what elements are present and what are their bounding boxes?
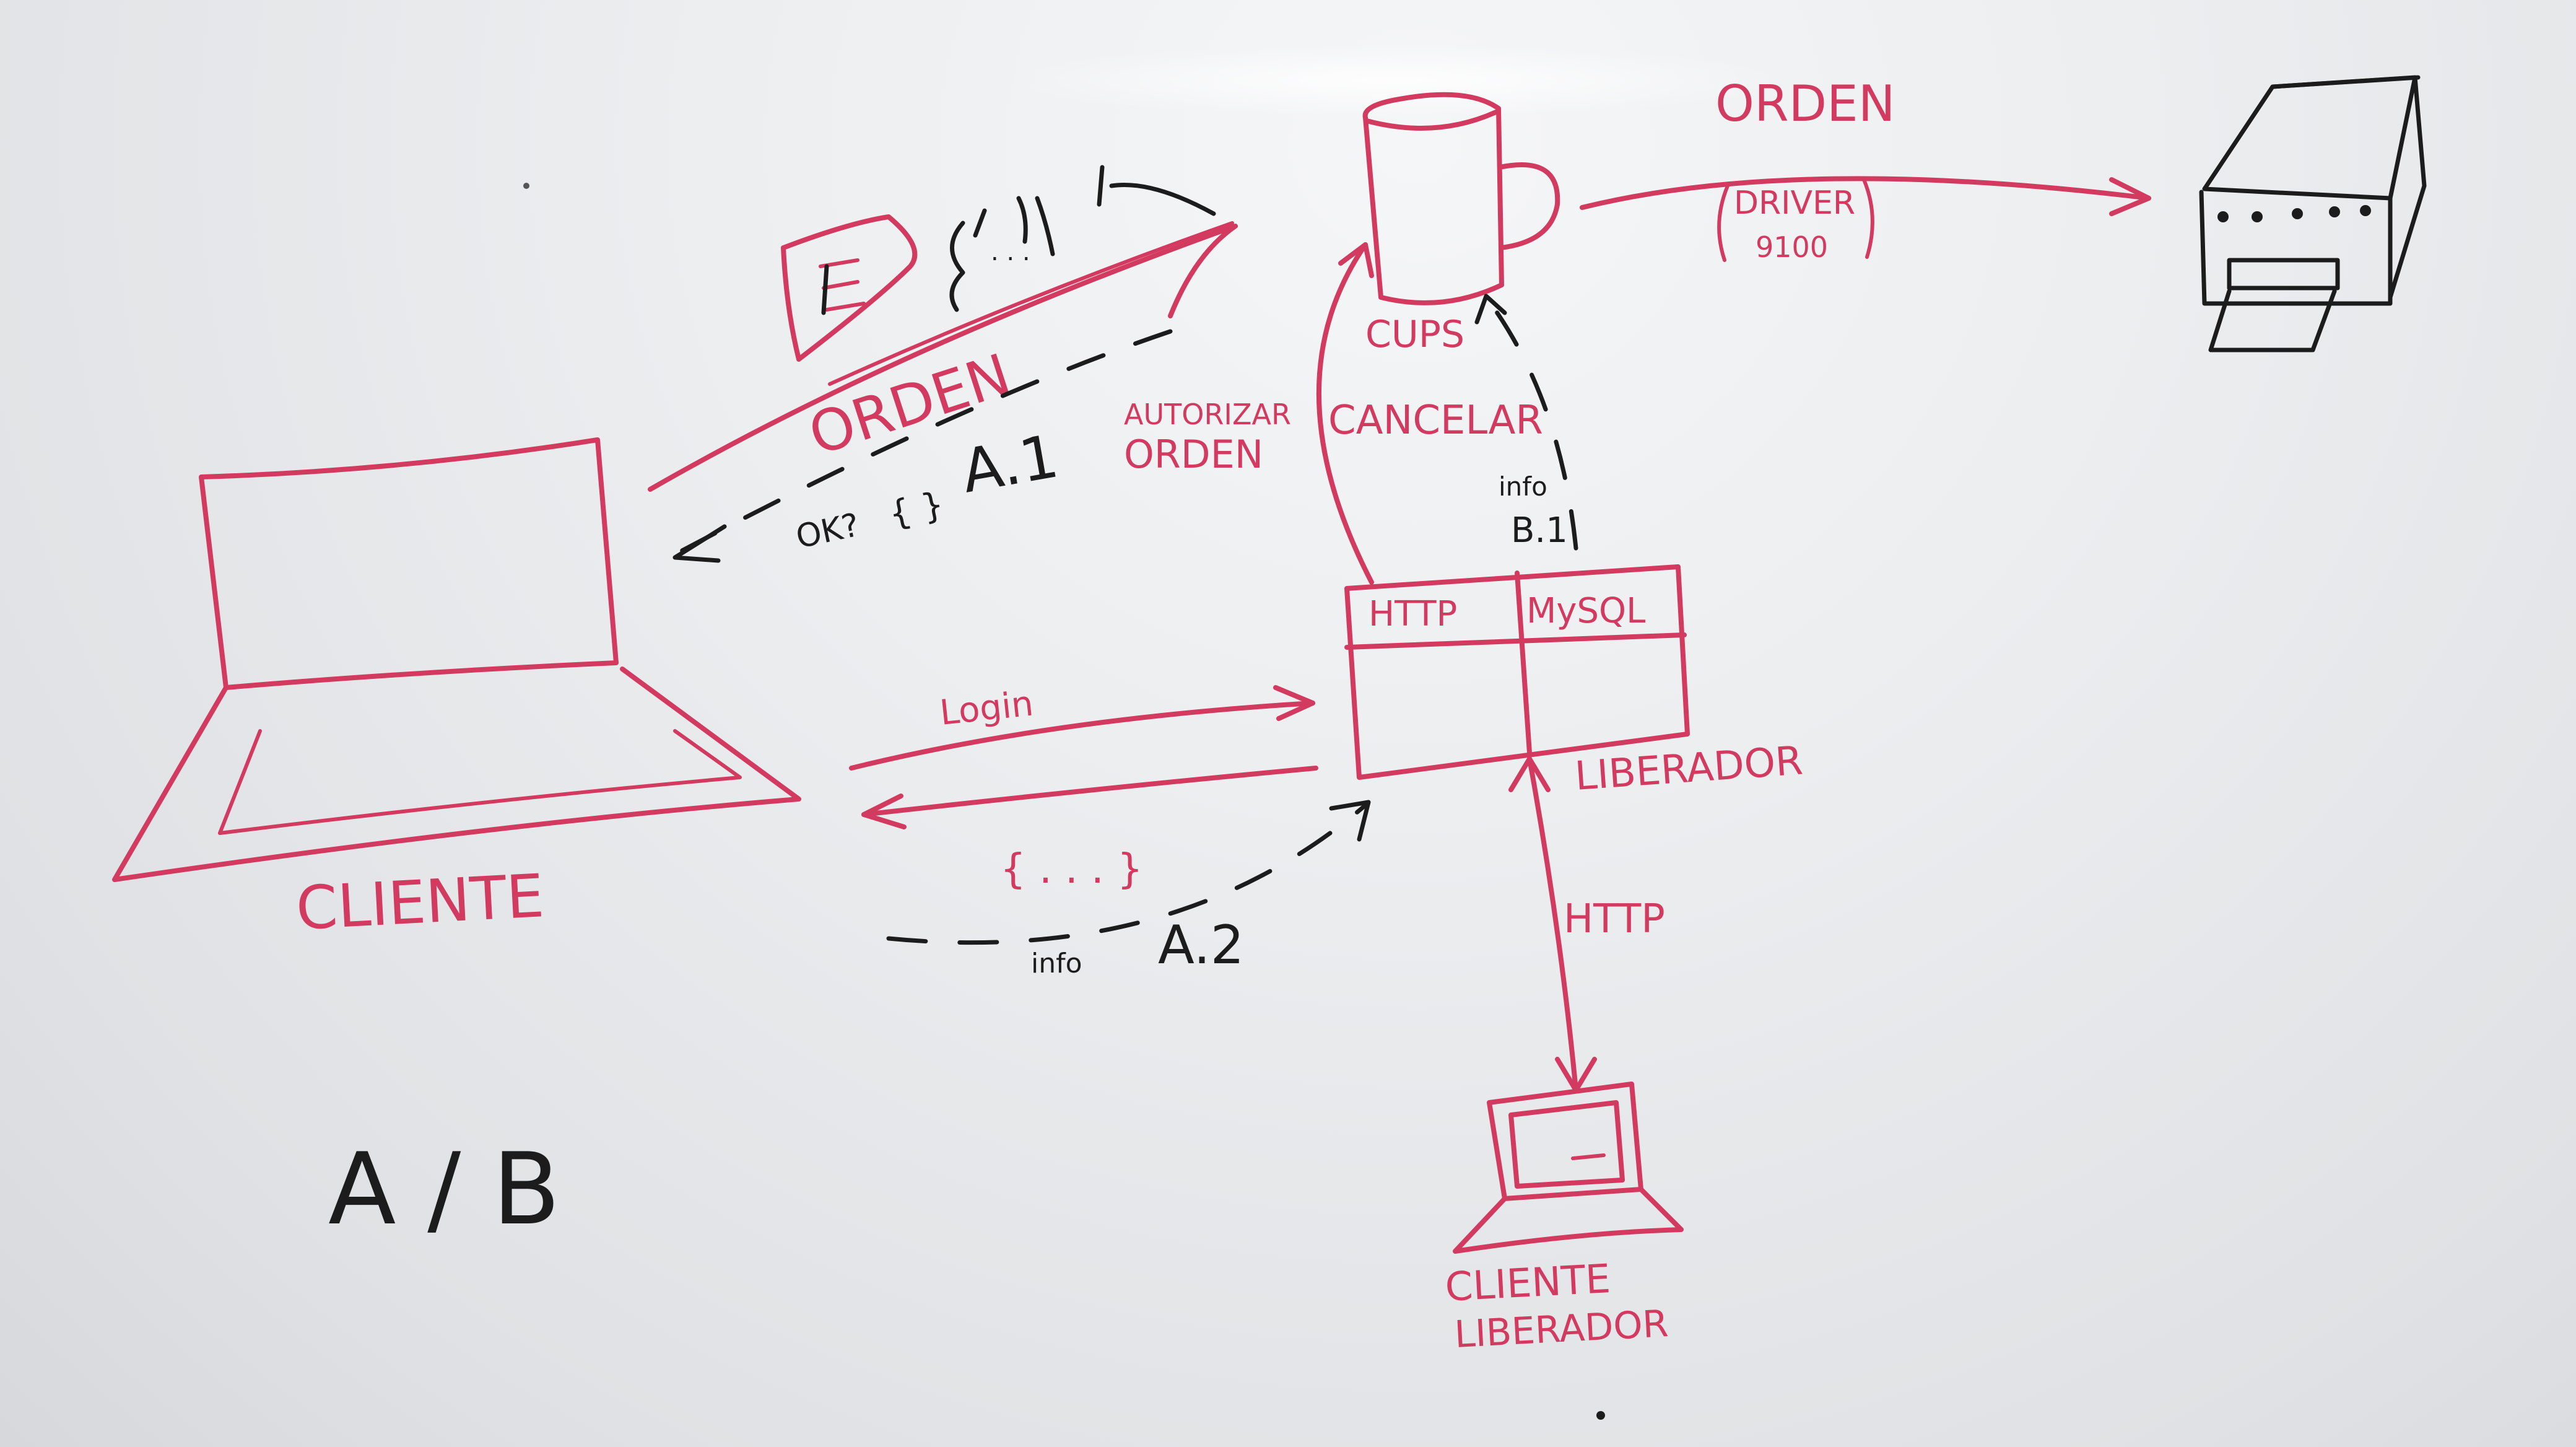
a1-curly-label: { } xyxy=(885,484,947,535)
http-vertical-label: HTTP xyxy=(1564,896,1665,942)
cancelar-label: CANCELAR xyxy=(1328,398,1543,444)
arrow-head xyxy=(2109,177,2151,216)
arrow-head xyxy=(1338,242,1374,278)
driver-port-label: 9100 xyxy=(1756,230,1828,264)
svg-text:. . .: . . . xyxy=(991,238,1030,266)
b1-info-label: info xyxy=(1499,471,1547,502)
autorizar-orden-label: ORDEN xyxy=(1124,432,1263,477)
orden-to-printer-arrow xyxy=(1580,176,2151,210)
stray-dot xyxy=(1596,1411,1605,1420)
arrow-head xyxy=(1508,756,1551,792)
liberador-server-box xyxy=(1344,564,1690,780)
cliente-label: CLIENTE xyxy=(294,861,546,943)
a1-reply-dashed-arrow xyxy=(672,329,1173,557)
autorizar-label: AUTORIZAR xyxy=(1124,398,1291,431)
http-cell-label: HTTP xyxy=(1368,594,1457,634)
a2-label: A.2 xyxy=(1158,914,1244,976)
arrow-head xyxy=(1273,685,1315,721)
arrow-head xyxy=(1329,800,1371,842)
light-glare xyxy=(991,43,1796,118)
printer-icon xyxy=(2199,75,2427,352)
cups-label: CUPS xyxy=(1365,313,1464,356)
driver-paren-left xyxy=(1717,184,1730,262)
arrow-head xyxy=(861,793,907,829)
http-vertical-arrow xyxy=(1527,756,1578,1093)
cups-mug-icon xyxy=(1362,92,1560,305)
b1-info-dashed-arrow xyxy=(1484,295,1578,551)
a2-info-label: info xyxy=(1031,948,1082,979)
cliente-liberador-label-2: LIBERADOR xyxy=(1453,1302,1669,1357)
driver-label: DRIVER xyxy=(1734,185,1855,222)
liberador-to-cups-arrow xyxy=(1316,242,1374,585)
cliente-laptop-icon xyxy=(112,437,801,882)
orden-to-cups-arrow xyxy=(648,224,1238,492)
response-curly-label: { . . . } xyxy=(1000,845,1143,893)
orden-trail-line xyxy=(828,221,1234,386)
a1-label: A.1 xyxy=(957,421,1064,506)
driver-paren-right xyxy=(1862,178,1874,259)
a2-info-dashed-arrow xyxy=(886,803,1368,945)
liberador-label: LIBERADOR xyxy=(1573,738,1804,800)
mysql-cell-label: MySQL xyxy=(1526,591,1645,631)
b1-label: B.1 xyxy=(1511,510,1568,551)
stray-dot xyxy=(523,183,529,189)
json-payload-sketch: . . . xyxy=(949,165,1216,312)
response-arrow xyxy=(861,766,1318,817)
cliente-liberador-laptop-icon xyxy=(1453,1082,1684,1254)
ok-question-label: OK? xyxy=(793,507,863,556)
orden-top-label: ORDEN xyxy=(1715,75,1895,133)
arrow-head xyxy=(1474,294,1507,325)
document-icon xyxy=(781,214,918,362)
login-label: Login xyxy=(938,683,1035,733)
arrow-head xyxy=(672,524,727,563)
ab-label: A / B xyxy=(328,1131,560,1247)
cliente-liberador-label-1: CLIENTE xyxy=(1444,1256,1612,1311)
login-arrow xyxy=(849,701,1315,771)
